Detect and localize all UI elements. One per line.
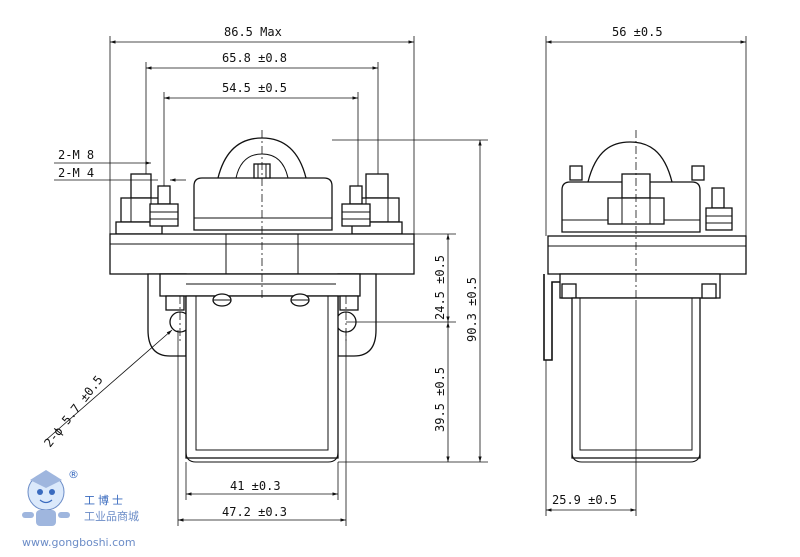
- left-aux-stud: [149, 185, 179, 227]
- registered-mark: ®: [68, 468, 79, 481]
- dim-side-width: 56 ±0.5: [612, 25, 663, 39]
- side-l-bracket: [543, 274, 566, 361]
- dim-terminal-spacing: 54.5 ±0.5: [222, 81, 287, 95]
- front-view: [109, 130, 415, 463]
- dim-upper-height: 24.5 ±0.5: [433, 255, 447, 320]
- dimension-lines: [45, 36, 747, 526]
- dim-thread-m8: 2-M 8: [58, 148, 94, 162]
- dim-top-width: 86.5 Max: [224, 25, 282, 39]
- brand-name: 工博士: [84, 494, 126, 507]
- watermark-url: www.gongboshi.com: [22, 536, 136, 549]
- front-housing: [193, 177, 333, 231]
- mascot-logo: [22, 470, 70, 526]
- dim-thread-m4: 2-M 4: [58, 166, 94, 180]
- watermark: ® 工博士 工业品商城 www.gongboshi.com: [22, 468, 139, 549]
- right-aux-stud: [341, 185, 371, 227]
- side-view: [543, 130, 747, 463]
- dim-coil-height: 39.5 ±0.5: [433, 367, 447, 432]
- brand-tagline: 工业品商城: [84, 509, 139, 523]
- dim-coil-width: 41 ±0.3: [230, 479, 281, 493]
- front-coil: [185, 295, 339, 459]
- dim-side-offset: 25.9 ±0.5: [552, 493, 617, 507]
- dim-total-height: 90.3 ±0.5: [465, 277, 479, 342]
- dim-flange-width: 47.2 ±0.3: [222, 505, 287, 519]
- dim-hole-diameter: 2-ϕ 5.7 ±0.5: [41, 373, 105, 450]
- side-dome: [587, 141, 673, 183]
- side-base-plate: [547, 235, 747, 275]
- dim-mount-spacing: 65.8 ±0.8: [222, 51, 287, 65]
